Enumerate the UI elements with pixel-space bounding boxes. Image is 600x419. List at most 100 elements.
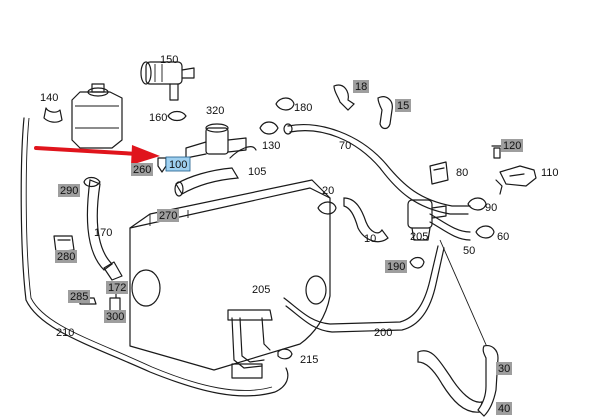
- label-140: 140: [40, 92, 58, 104]
- label-320: 320: [206, 105, 224, 117]
- label-150: 150: [160, 54, 178, 66]
- label-70: 70: [339, 140, 351, 152]
- svg-text:290: 290: [60, 185, 78, 197]
- hose-170: [83, 176, 123, 281]
- label-15: 15: [395, 99, 411, 112]
- bracket-110: [499, 165, 537, 187]
- svg-text:90: 90: [485, 202, 497, 214]
- hose-10: [343, 197, 389, 243]
- engine-block: [129, 179, 331, 371]
- label-80: 80: [456, 167, 468, 179]
- label-190: 190: [385, 260, 407, 273]
- svg-text:120: 120: [503, 140, 521, 152]
- label-170: 170: [94, 227, 112, 239]
- thermostat-housing: [407, 199, 447, 241]
- label-130: 130: [262, 140, 280, 152]
- svg-text:300: 300: [106, 311, 124, 323]
- label-215: 215: [300, 354, 318, 366]
- svg-text:30: 30: [498, 363, 510, 375]
- label-100-highlighted[interactable]: 100: [165, 156, 191, 172]
- svg-text:260: 260: [133, 164, 151, 176]
- label-290: 290: [58, 184, 80, 197]
- part-80: [429, 161, 449, 185]
- svg-text:140: 140: [40, 92, 58, 104]
- electric-pump: [140, 61, 195, 101]
- label-40: 40: [496, 402, 512, 415]
- svg-text:205: 205: [252, 284, 270, 296]
- svg-text:210: 210: [56, 327, 74, 339]
- svg-text:320: 320: [206, 105, 224, 117]
- bracket-280: [53, 235, 75, 253]
- clip-130: [259, 121, 279, 135]
- svg-text:215: 215: [300, 354, 318, 366]
- expansion-tank: [43, 83, 123, 149]
- label-60: 60: [497, 231, 509, 243]
- label-18: 18: [353, 80, 369, 93]
- svg-text:20: 20: [322, 185, 334, 197]
- clip-90: [467, 197, 487, 211]
- hose-70: [283, 123, 471, 215]
- hose-30: [417, 350, 483, 413]
- part-190: [409, 256, 425, 269]
- label-200: 200: [374, 327, 392, 339]
- label-160: 160: [149, 112, 167, 124]
- svg-text:150: 150: [160, 54, 178, 66]
- label-20: 20: [322, 185, 334, 197]
- svg-text:80: 80: [456, 167, 468, 179]
- pipe-assembly-215: [227, 309, 293, 379]
- valve-320: [185, 123, 247, 159]
- svg-text:60: 60: [497, 231, 509, 243]
- label-105: 105: [248, 166, 266, 178]
- label-280: 280: [55, 250, 77, 263]
- red-pointer-arrow: [34, 145, 160, 165]
- svg-text:130: 130: [262, 140, 280, 152]
- label-30: 30: [496, 362, 512, 375]
- label-205-right: 205: [410, 231, 428, 243]
- label-120: 120: [501, 139, 523, 152]
- svg-text:105: 105: [248, 166, 266, 178]
- pipe-200: [283, 245, 445, 333]
- label-90: 90: [485, 202, 497, 214]
- hose-130: [229, 146, 257, 159]
- clip-160: [167, 110, 187, 122]
- clip-20: [317, 201, 337, 215]
- label-172: 172: [106, 281, 128, 294]
- label-50: 50: [463, 245, 475, 257]
- svg-text:270: 270: [159, 210, 177, 222]
- svg-text:190: 190: [387, 261, 405, 273]
- svg-text:110: 110: [541, 167, 559, 179]
- svg-text:100: 100: [169, 159, 187, 171]
- label-205-center: 205: [252, 284, 270, 296]
- label-10: 10: [364, 233, 376, 245]
- clip-180: [275, 97, 295, 111]
- bolt-120: [491, 145, 503, 159]
- svg-text:15: 15: [397, 100, 409, 112]
- label-180: 180: [294, 102, 312, 114]
- hose-18: [333, 84, 355, 111]
- clip-60: [475, 225, 495, 239]
- svg-text:170: 170: [94, 227, 112, 239]
- hose-210: [20, 117, 289, 397]
- svg-text:180: 180: [294, 102, 312, 114]
- hose-105: [175, 167, 240, 195]
- label-110: 110: [541, 167, 559, 179]
- label-260: 260: [131, 163, 153, 176]
- svg-text:50: 50: [463, 245, 475, 257]
- svg-text:160: 160: [149, 112, 167, 124]
- svg-text:70: 70: [339, 140, 351, 152]
- svg-text:10: 10: [364, 233, 376, 245]
- hose-50: [429, 213, 471, 241]
- label-285: 285: [68, 290, 90, 303]
- svg-text:280: 280: [57, 251, 75, 263]
- svg-text:200: 200: [374, 327, 392, 339]
- svg-text:285: 285: [70, 291, 88, 303]
- svg-text:18: 18: [355, 81, 367, 93]
- svg-text:205: 205: [410, 231, 428, 243]
- svg-text:40: 40: [498, 403, 510, 415]
- hose-40: [477, 345, 499, 417]
- svg-text:172: 172: [108, 282, 126, 294]
- label-300: 300: [104, 310, 126, 323]
- label-270: 270: [157, 209, 179, 222]
- bolt-100: [157, 157, 167, 173]
